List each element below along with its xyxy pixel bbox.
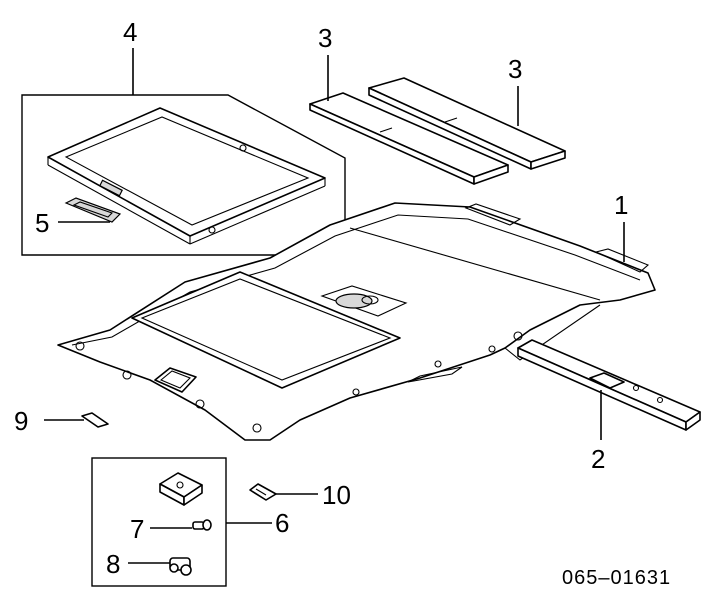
- headliner-fastener-holes: [75, 331, 523, 433]
- callout-8: 8: [106, 549, 120, 579]
- sunroof-inset-frame: [21, 94, 346, 256]
- callout-4: 4: [123, 17, 137, 47]
- callout-9: 9: [14, 406, 28, 436]
- sunshade-handle: [64, 197, 122, 223]
- callout-2: 2: [591, 444, 605, 474]
- sunroof-inset: [21, 48, 346, 256]
- headliner-front-console-cutout: [154, 367, 197, 393]
- lamp-housing: [159, 472, 203, 506]
- rear-trim-strip: [517, 339, 701, 431]
- callout-1: 1: [614, 190, 628, 220]
- lamp-inset: [91, 457, 227, 587]
- insulator-pad-right: [368, 77, 566, 170]
- callout-7: 7: [130, 514, 144, 544]
- diagram-code: 065–01631: [562, 567, 671, 589]
- lamp-inset-frame: [91, 457, 227, 587]
- bulb: [192, 519, 212, 531]
- sunroof-panel: [47, 107, 326, 245]
- callout-10: 10: [322, 480, 351, 510]
- headliner-sunroof-opening: [131, 271, 401, 389]
- callout-3-right: 3: [508, 54, 522, 84]
- callout-6: 6: [275, 508, 289, 538]
- callout-5: 5: [35, 208, 49, 238]
- callout-3-left: 3: [318, 23, 332, 53]
- clip-10: [249, 483, 277, 501]
- clip-9: [81, 412, 109, 428]
- insulator-pad-left: [309, 92, 509, 185]
- headliner: [57, 202, 656, 441]
- headliner-map-light-cutout: [320, 285, 408, 317]
- bulb-socket: [169, 557, 192, 576]
